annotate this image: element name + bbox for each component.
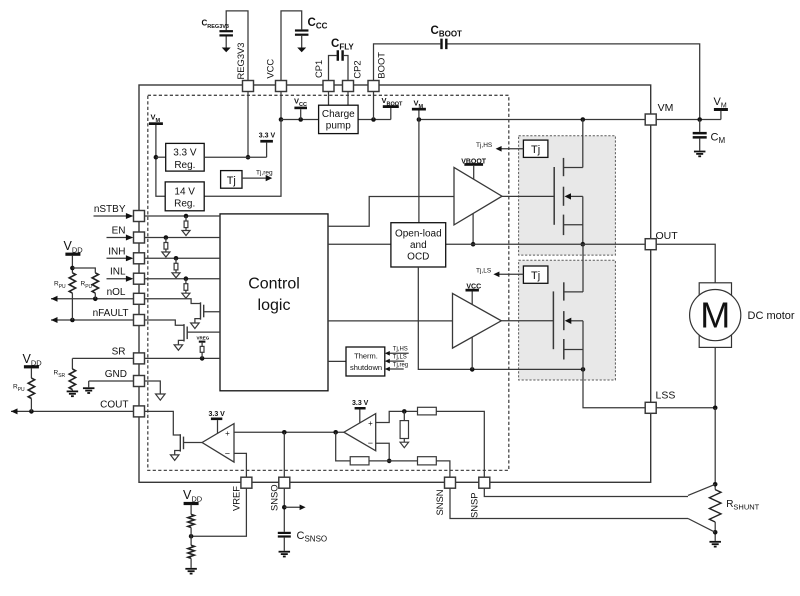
svg-text:COUT: COUT xyxy=(100,399,128,410)
svg-text:VCC: VCC xyxy=(294,97,307,109)
svg-text:M: M xyxy=(700,295,730,336)
svg-text:Tj,HS: Tj,HS xyxy=(393,347,408,353)
svg-text:BOOT: BOOT xyxy=(376,52,387,79)
svg-text:SNSO: SNSO xyxy=(268,484,279,511)
svg-text:RSR: RSR xyxy=(54,370,66,380)
svg-text:VREF: VREF xyxy=(231,486,242,511)
svg-text:DC motor: DC motor xyxy=(748,310,795,322)
svg-text:VM: VM xyxy=(414,99,424,111)
svg-text:nOL: nOL xyxy=(107,287,126,298)
svg-text:nSTBY: nSTBY xyxy=(94,204,126,215)
svg-text:GND: GND xyxy=(105,369,127,380)
svg-text:nFAULT: nFAULT xyxy=(93,308,129,319)
svg-text:3.3 V: 3.3 V xyxy=(173,148,197,159)
svg-text:Reg.: Reg. xyxy=(174,199,195,210)
svg-text:Tj,LS: Tj,LS xyxy=(393,355,407,361)
svg-text:RPU: RPU xyxy=(13,384,25,394)
svg-text:CP2: CP2 xyxy=(352,60,363,78)
svg-text:CREG3V3: CREG3V3 xyxy=(202,19,230,31)
svg-text:Control: Control xyxy=(248,276,300,293)
svg-text:14 V: 14 V xyxy=(174,187,195,198)
svg-text:VM: VM xyxy=(151,113,161,125)
svg-text:3.3 V: 3.3 V xyxy=(352,400,369,407)
svg-text:Therm.: Therm. xyxy=(354,352,378,361)
svg-text:−: − xyxy=(368,438,373,448)
svg-text:−: − xyxy=(225,448,230,458)
svg-text:Reg.: Reg. xyxy=(174,160,195,171)
svg-text:SNSN: SNSN xyxy=(434,489,445,515)
svg-text:SR: SR xyxy=(112,346,126,357)
svg-text:LSS: LSS xyxy=(656,389,676,401)
svg-text:3.3 V: 3.3 V xyxy=(209,411,226,418)
svg-text:shutdown: shutdown xyxy=(350,363,382,372)
svg-text:RPU: RPU xyxy=(54,281,66,291)
svg-text:VBOOT: VBOOT xyxy=(382,96,404,108)
svg-text:Tj: Tj xyxy=(531,144,540,156)
svg-text:VCC: VCC xyxy=(466,283,481,290)
svg-text:SNSP: SNSP xyxy=(469,492,480,518)
svg-text:Tj,reg: Tj,reg xyxy=(393,362,408,368)
svg-text:+: + xyxy=(225,429,230,438)
svg-text:and: and xyxy=(410,240,427,251)
svg-text:Tj,reg: Tj,reg xyxy=(256,169,273,176)
svg-text:Tj,HS: Tj,HS xyxy=(476,142,493,149)
svg-text:EN: EN xyxy=(112,226,126,237)
svg-text:INL: INL xyxy=(110,267,126,278)
svg-text:VBOOT: VBOOT xyxy=(461,158,487,165)
svg-text:VREG: VREG xyxy=(197,335,210,340)
svg-text:OCD: OCD xyxy=(407,252,429,263)
svg-text:OUT: OUT xyxy=(656,230,679,242)
svg-text:Tj: Tj xyxy=(531,270,540,282)
svg-text:REG3V3: REG3V3 xyxy=(235,43,246,80)
svg-text:+: + xyxy=(368,419,373,428)
svg-text:3.3 V: 3.3 V xyxy=(259,133,276,140)
svg-text:Tj: Tj xyxy=(227,175,236,187)
svg-text:RPU: RPU xyxy=(81,281,93,291)
svg-text:VM: VM xyxy=(658,102,674,114)
svg-text:INH: INH xyxy=(108,246,125,257)
svg-text:CP1: CP1 xyxy=(313,60,324,78)
svg-text:Tj,LS: Tj,LS xyxy=(476,268,492,275)
svg-text:Open-load: Open-load xyxy=(395,229,442,240)
svg-text:RSHUNT: RSHUNT xyxy=(726,499,759,512)
svg-text:VCC: VCC xyxy=(265,59,276,79)
svg-text:Charge: Charge xyxy=(322,109,355,120)
svg-text:logic: logic xyxy=(258,297,291,314)
svg-text:pump: pump xyxy=(326,121,351,132)
